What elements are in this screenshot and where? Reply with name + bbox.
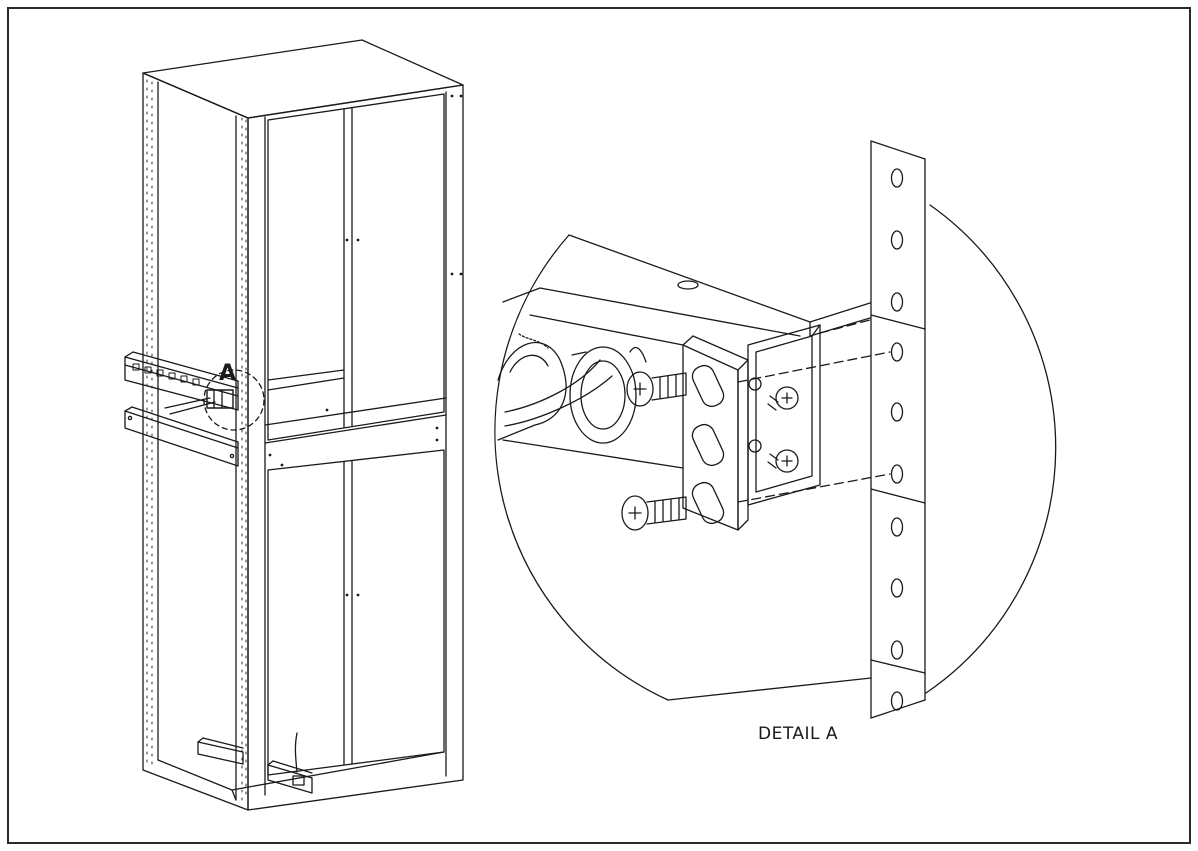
detail-rack-rail (870, 140, 926, 719)
detail-title: DETAIL A (758, 724, 839, 744)
detail-alignment-lines (737, 319, 891, 503)
rack-lower-opening (267, 449, 445, 776)
detail-power-cable (497, 333, 647, 444)
rack-rail-holes (146, 79, 247, 801)
pdu-strip-bottom (197, 732, 313, 794)
rack-upper-opening (267, 93, 445, 441)
callout-circle-a (203, 369, 265, 431)
drawing-frame (7, 7, 1191, 844)
detail-pdu-housing (502, 234, 872, 701)
mounting-bracket-strip (124, 406, 239, 467)
rack-side-face (142, 72, 249, 811)
detail-mounting-ear (682, 324, 821, 531)
detail-rack-screws (621, 371, 687, 531)
detail-a-view (494, 140, 1057, 719)
callout-label-a: A (219, 361, 237, 386)
rack-frame-dots (268, 94, 463, 597)
pdu-strip-mounted (124, 351, 239, 415)
rack-cabinet (142, 39, 464, 811)
detail-magnifier-arc (494, 234, 570, 501)
rack-front-face (247, 84, 464, 811)
rack-top-face (142, 39, 464, 119)
